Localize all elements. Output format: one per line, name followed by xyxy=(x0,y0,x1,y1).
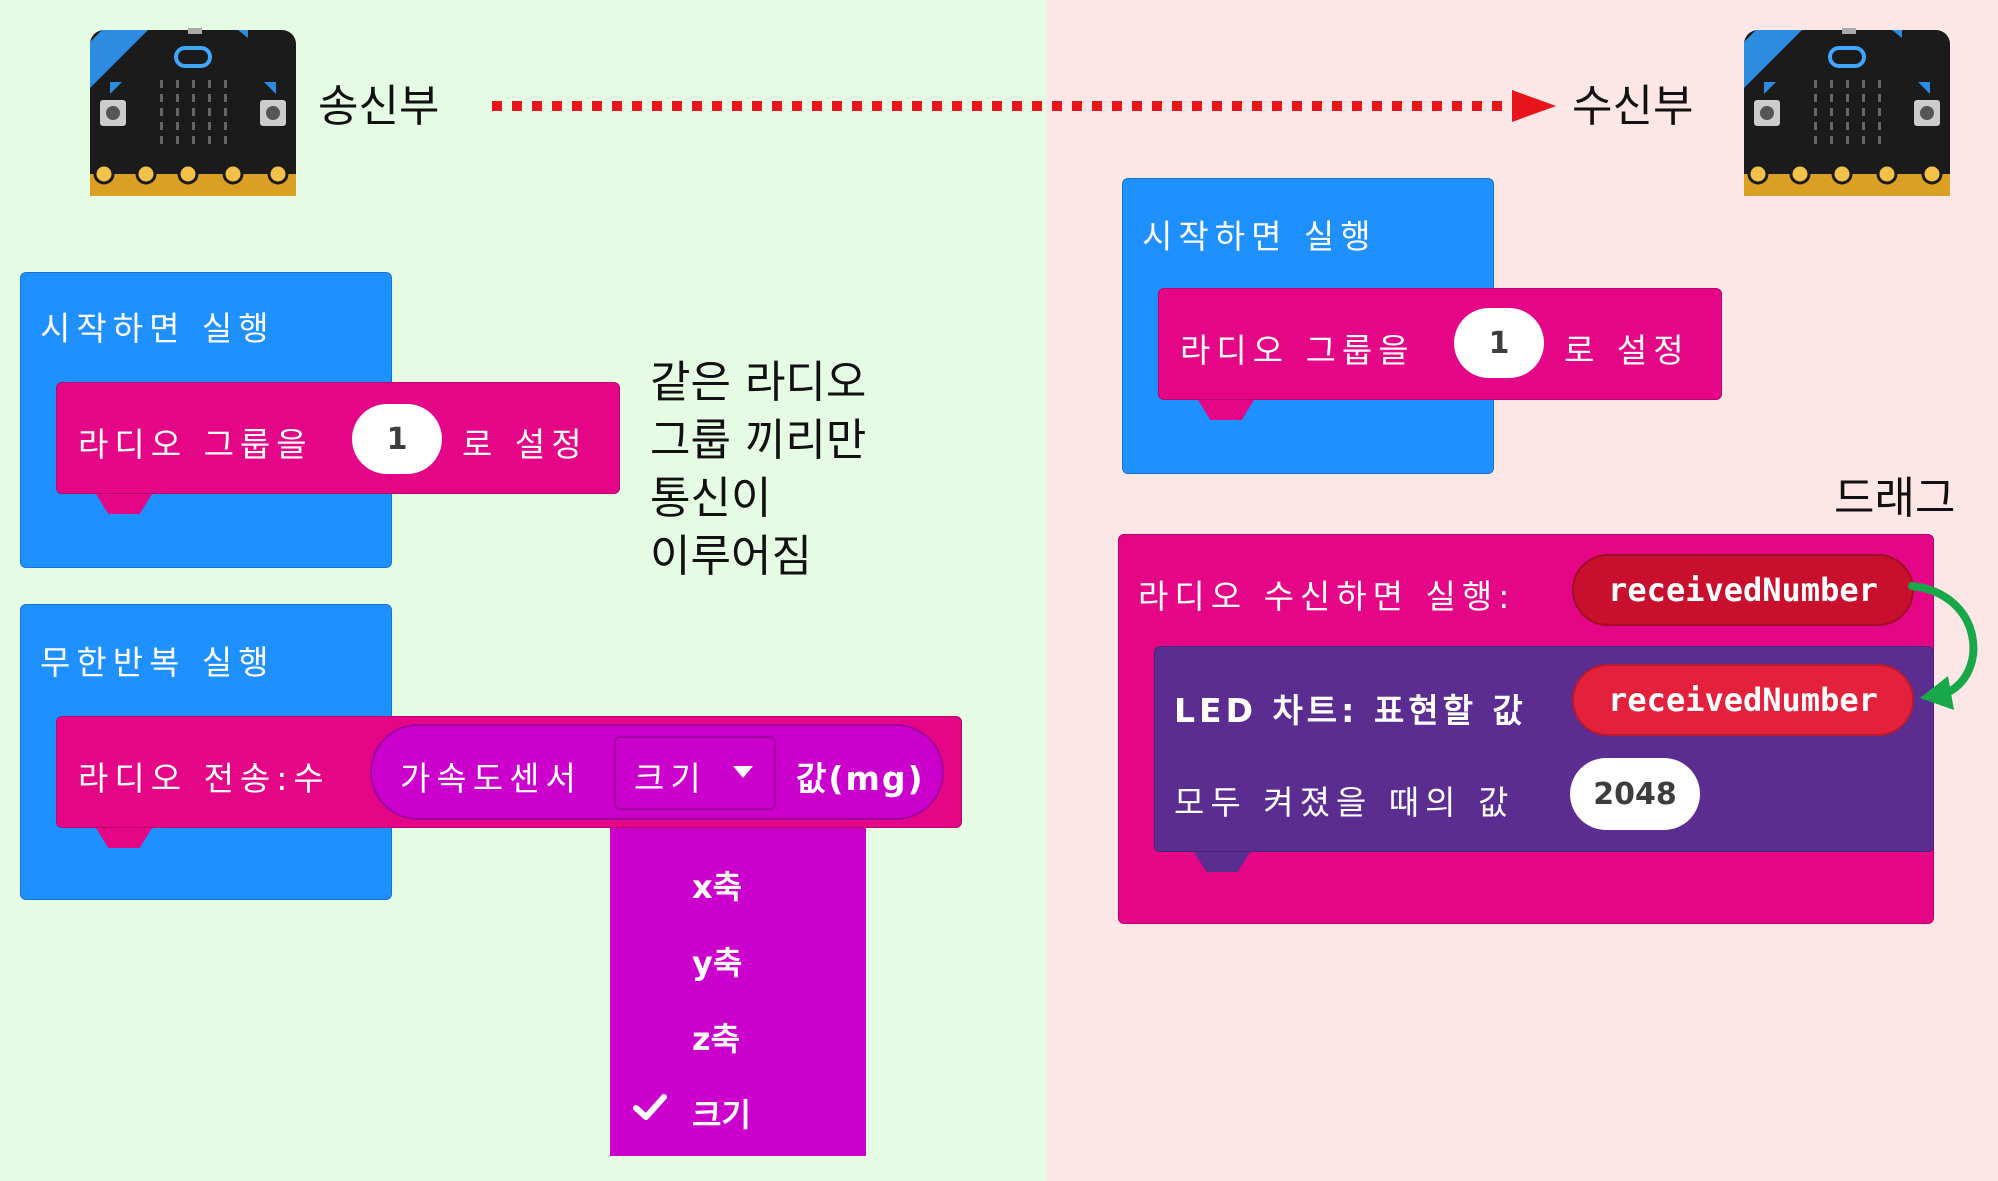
forever-label: 무한반복 실행 xyxy=(40,643,275,682)
led-plot-label: LED 차트: 표현할 값 xyxy=(1174,691,1527,730)
dropdown-menu xyxy=(610,828,866,1156)
dropdown-option-y[interactable]: y축 xyxy=(692,944,743,982)
on-received-label: 라디오 수신하면 실행: xyxy=(1138,577,1516,616)
note-line-1: 같은 라디오 xyxy=(650,357,867,408)
checkmark-icon xyxy=(633,1094,667,1120)
received-number-parameter[interactable]: receivedNumber xyxy=(1572,554,1914,626)
set-group-suffix-receiver: 로 설정 xyxy=(1564,331,1690,370)
microbit-sender-icon xyxy=(90,28,296,196)
group-number-input[interactable]: 1 xyxy=(352,404,442,474)
block-notch xyxy=(1198,400,1254,420)
set-group-prefix: 라디오 그룹을 xyxy=(78,425,313,464)
dropdown-option-z[interactable]: z축 xyxy=(692,1020,741,1058)
on-start-label: 시작하면 실행 xyxy=(40,309,275,348)
max-value-label: 모두 켜졌을 때의 값 xyxy=(1174,783,1515,822)
radio-set-group-block[interactable] xyxy=(56,382,620,494)
chevron-down-icon xyxy=(733,766,753,778)
dropdown-option-magnitude[interactable]: 크기 xyxy=(692,1096,751,1134)
sender-panel xyxy=(0,0,1047,1181)
set-group-prefix-receiver: 라디오 그룹을 xyxy=(1180,331,1415,370)
group-number-input-receiver[interactable]: 1 xyxy=(1454,308,1544,378)
unit-label: 값(mg) xyxy=(796,759,925,798)
note-line-2: 그룹 끼리만 xyxy=(650,415,867,466)
drag-arrow-icon xyxy=(1908,582,1978,710)
receiver-label: 수신부 xyxy=(1572,81,1694,132)
dimension-dropdown[interactable] xyxy=(614,736,776,810)
sensor-label: 가속도센서 xyxy=(400,759,582,798)
note-line-4: 이루어짐 xyxy=(650,531,812,582)
block-notch xyxy=(96,828,152,848)
block-notch xyxy=(1194,852,1250,872)
on-start-label-receiver: 시작하면 실행 xyxy=(1142,217,1377,256)
set-group-suffix: 로 설정 xyxy=(462,425,588,464)
received-number-variable[interactable]: receivedNumber xyxy=(1572,664,1914,736)
radio-set-group-block-receiver[interactable] xyxy=(1158,288,1722,400)
note-line-3: 통신이 xyxy=(650,473,772,524)
drag-label: 드래그 xyxy=(1834,473,1956,524)
microbit-receiver-icon xyxy=(1744,28,1950,196)
dropdown-option-x[interactable]: x축 xyxy=(692,868,743,906)
dropdown-value: 크기 xyxy=(634,759,707,798)
radio-send-prefix: 라디오 전송:수 xyxy=(78,759,330,798)
sender-label: 송신부 xyxy=(318,81,440,132)
max-value-input[interactable]: 2048 xyxy=(1570,758,1700,830)
transmission-arrow-icon xyxy=(492,90,1556,122)
block-notch xyxy=(96,494,152,514)
